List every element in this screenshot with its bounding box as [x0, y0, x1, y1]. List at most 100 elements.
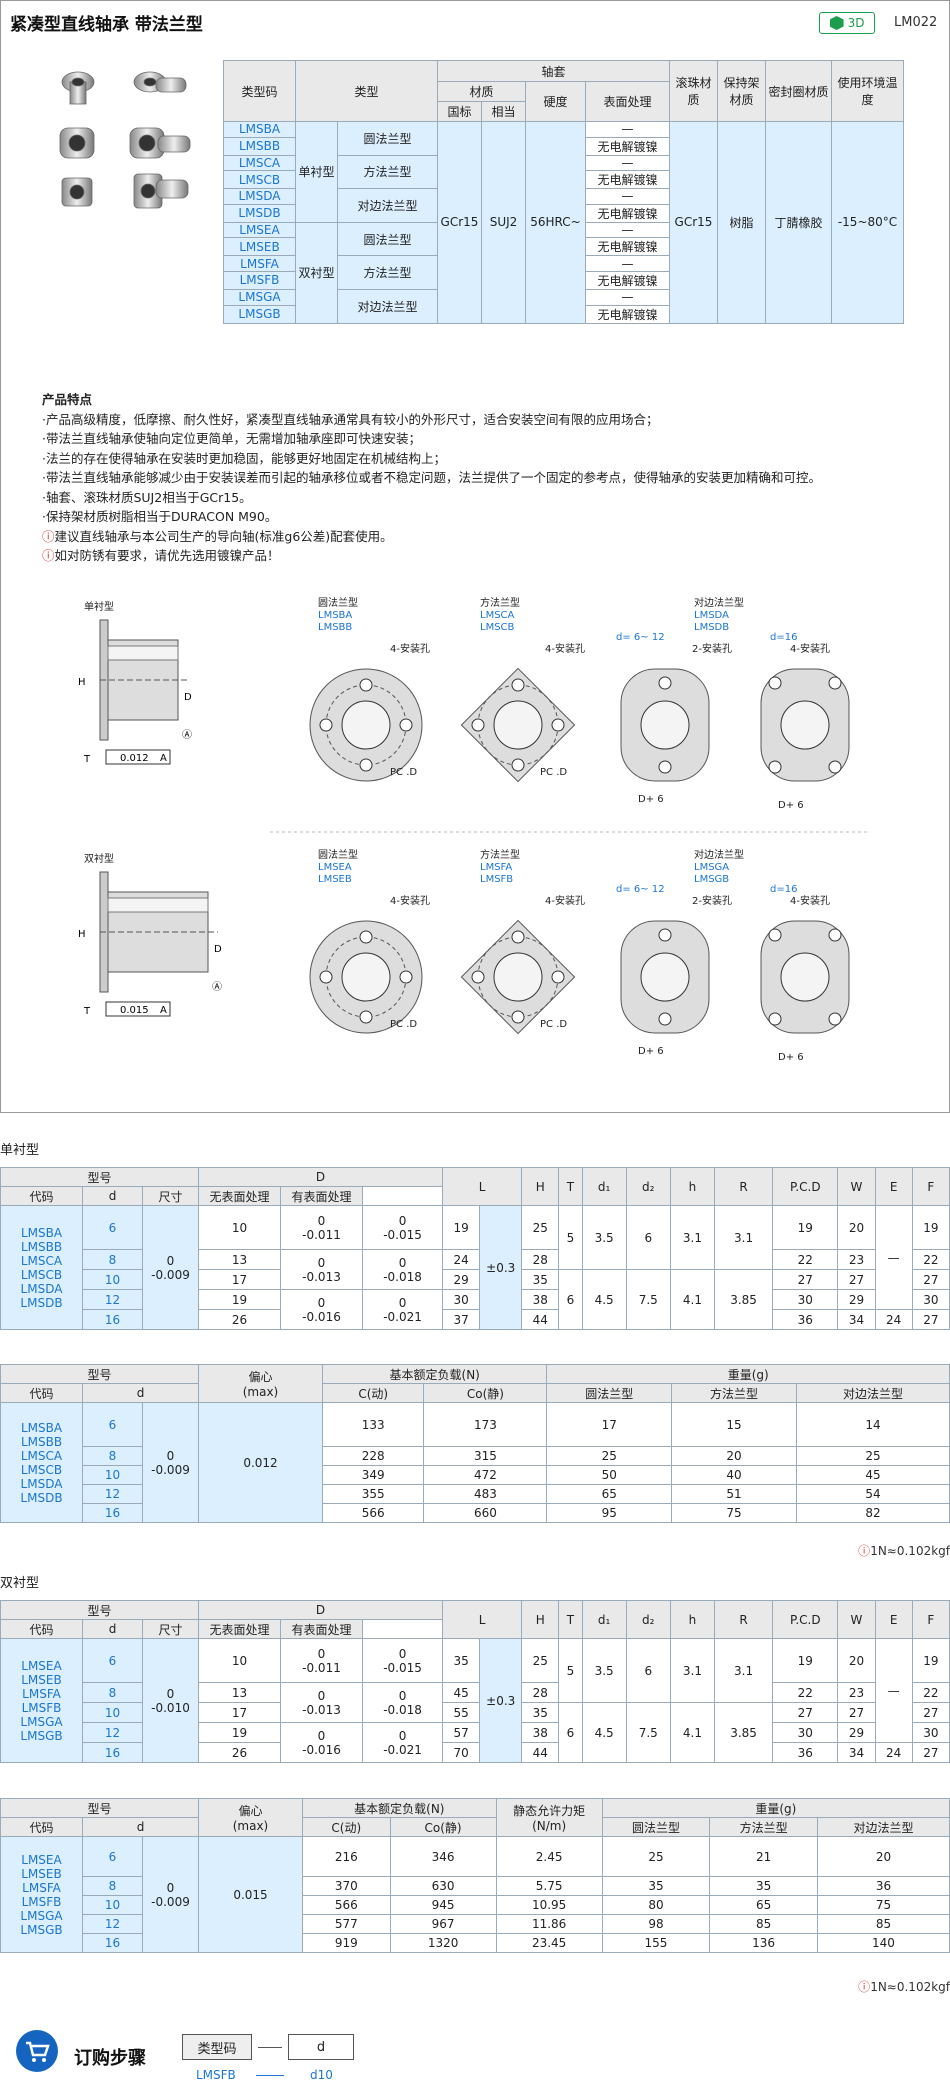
diagram-label: d=16 — [770, 884, 797, 895]
d-cell: 12 — [82, 1914, 143, 1934]
th-hardness: 硬度 — [525, 81, 586, 122]
th-material: 材质 — [437, 81, 526, 102]
load-value-cell: 65 — [546, 1484, 673, 1504]
E-cell: 24 — [874, 1742, 913, 1763]
type-code-cell: LMSCB — [223, 170, 296, 190]
load-value-cell: 85 — [709, 1914, 818, 1934]
single-cell: 单衬型 — [295, 121, 338, 223]
tolerance-value: 0.012 — [120, 753, 149, 764]
dash — [256, 2075, 284, 2076]
order-type-code-box: 类型码 — [182, 2034, 252, 2060]
double-cell: 双衬型 — [295, 221, 338, 324]
3d-button[interactable]: 3D — [819, 12, 875, 34]
L-cell: 57 — [442, 1722, 481, 1743]
ball-row — [107, 897, 209, 913]
d-cell: 16 — [82, 1309, 143, 1330]
info-icon: ⓘ — [858, 1980, 871, 1994]
diagram-code: LMSDB — [694, 622, 729, 633]
th-W: W — [837, 1167, 876, 1206]
F-cell: 27 — [911, 1742, 950, 1763]
D-cell: 26 — [198, 1742, 281, 1763]
F-cell: 30 — [911, 1289, 950, 1310]
type-code-cell: LMSDA — [223, 188, 296, 205]
surface-cell: 无电解镀镍 — [585, 136, 670, 156]
Ta-cell: 5 — [558, 1205, 583, 1270]
th-weight: 重量(g) — [601, 1798, 950, 1818]
code-item: LMSBA — [20, 1420, 63, 1435]
Tb-cell: 6 — [558, 1269, 583, 1330]
diagram-type-label: 单衬型 — [84, 600, 114, 613]
code-item: LMSFA — [22, 1686, 61, 1701]
mount-hole — [828, 928, 842, 942]
W-cell: 20 — [837, 1638, 876, 1683]
D-cell: 13 — [198, 1682, 281, 1703]
load-value-cell: 35 — [709, 1876, 818, 1896]
th-d1: d₁ — [581, 1600, 627, 1639]
th-T: T — [558, 1600, 583, 1639]
mount-hole — [511, 758, 525, 772]
d-cell: 6 — [82, 1836, 143, 1877]
diagram-code: LMSFA — [480, 862, 512, 873]
3d-label: 3D — [847, 16, 865, 30]
th-size: 尺寸 — [142, 1186, 199, 1206]
load-value-cell: 20 — [671, 1446, 797, 1466]
diagram-label: PC .D — [540, 1019, 567, 1030]
tolerance-box — [105, 1001, 171, 1017]
d-cell: 12 — [82, 1722, 143, 1743]
th-load: 基本额定负载(N) — [321, 1364, 548, 1384]
load-value-cell: 136 — [709, 1933, 818, 1953]
features-section: 产品特点 ·产品高级精度，低摩擦、耐久性好，紧凑型直线轴承通常具有较小的外形尺寸… — [42, 390, 922, 566]
th-H: H — [521, 1600, 560, 1639]
pcd-cell: 30 — [772, 1722, 839, 1743]
code-item: LMSGB — [20, 1728, 63, 1743]
load-value-cell: 36 — [816, 1876, 950, 1896]
D-tol-cell: 0-0.013 — [280, 1682, 363, 1723]
diagram-label: 2-安装孔 — [692, 642, 732, 655]
load-value-cell: 75 — [671, 1503, 797, 1523]
type-code-cell: LMSBA — [223, 121, 296, 138]
diagram-label: D+ 6 — [778, 1052, 804, 1063]
F-cell: 27 — [911, 1309, 950, 1330]
code-item: LMSCB — [20, 1267, 63, 1282]
L-cell: 24 — [442, 1249, 481, 1270]
features-title: 产品特点 — [42, 392, 93, 407]
th-ecc: 偏心(max) — [198, 1364, 323, 1403]
load-value-cell: 10.95 — [495, 1895, 603, 1915]
Rb-cell: 3.85 — [713, 1269, 774, 1330]
th-H: H — [521, 1167, 560, 1206]
d2a-cell: 6 — [625, 1205, 671, 1270]
H-cell: 35 — [521, 1269, 560, 1290]
diagram-code: LMSBA — [318, 610, 352, 621]
mount-hole — [768, 1012, 782, 1026]
th-round: 圆法兰型 — [601, 1817, 711, 1837]
W-cell: 20 — [837, 1205, 876, 1250]
surface-cell: 无电解镀镍 — [585, 203, 670, 223]
D-cell: 17 — [198, 1269, 281, 1290]
diagram-code: LMSEA — [318, 862, 352, 873]
L-cell: 30 — [442, 1289, 481, 1310]
d-cell: 6 — [82, 1638, 143, 1683]
F-cell: 27 — [911, 1702, 950, 1723]
type-code-cell: LMSDB — [223, 203, 296, 223]
D-tol-cell: 0-0.011 — [280, 1205, 363, 1250]
diagram-type-label: 双衬型 — [84, 852, 114, 865]
code-item: LMSEA — [21, 1852, 62, 1867]
mount-hole — [359, 758, 373, 772]
code-item: LMSBB — [20, 1239, 63, 1254]
load-value-cell: 20 — [816, 1836, 950, 1877]
load-value-cell: 80 — [601, 1895, 711, 1915]
th-moment: 静态允许力矩(N/m) — [495, 1798, 603, 1837]
seal-cell: 丁腈橡胶 — [765, 121, 832, 324]
code-item: LMSGA — [20, 1714, 63, 1729]
cube-icon — [829, 16, 844, 30]
load-value-cell: 967 — [389, 1914, 497, 1934]
load-value-cell: 472 — [423, 1465, 548, 1485]
diagram-code: LMSCA — [480, 610, 515, 621]
code-item: LMSCB — [20, 1462, 63, 1477]
pcd-cell: 22 — [772, 1682, 839, 1703]
mount-hole — [828, 760, 842, 774]
th-ecc: 偏心(max) — [198, 1798, 303, 1837]
hb-cell: 4.1 — [669, 1702, 716, 1763]
